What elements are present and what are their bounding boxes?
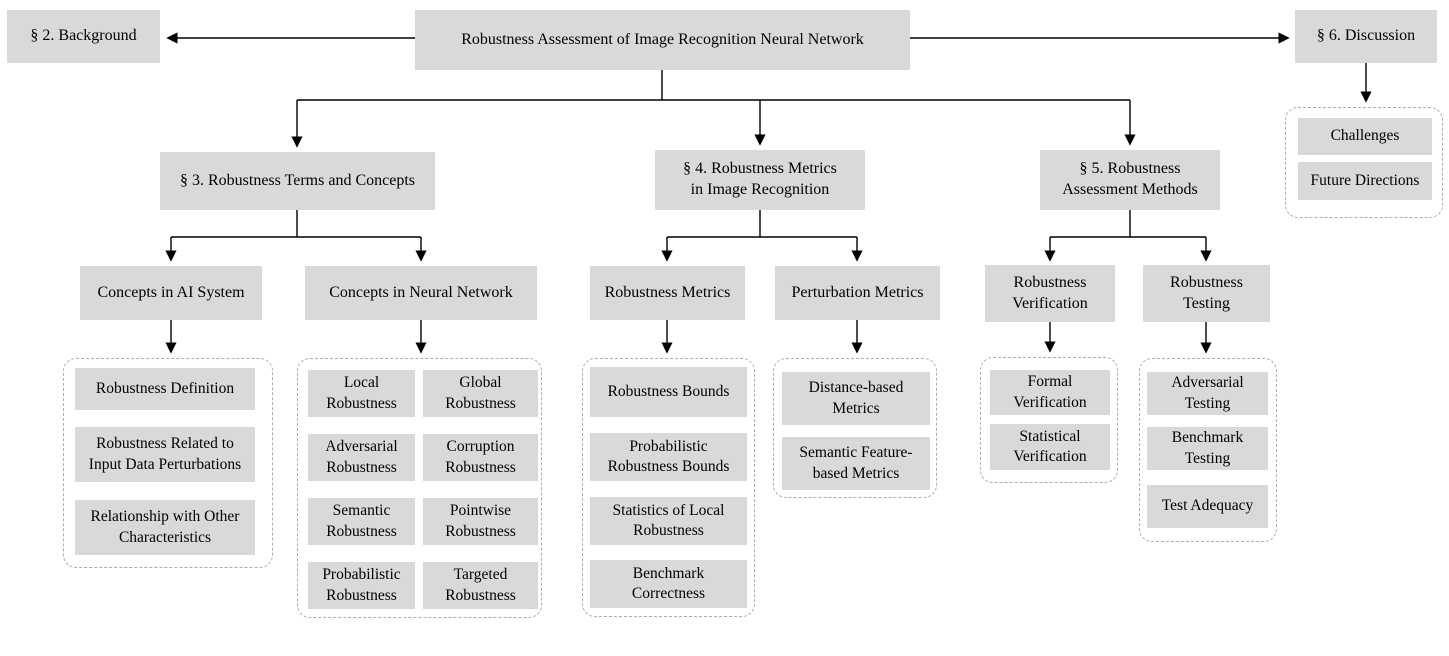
node-robustness-verification: Robustness Verification	[985, 265, 1115, 322]
group-concepts-ai	[63, 358, 273, 568]
leaf-statistical-verification: Statistical Verification	[990, 424, 1110, 470]
leaf-adversarial-testing: Adversarial Testing	[1147, 372, 1268, 415]
leaf-challenges: Challenges	[1298, 118, 1432, 155]
tree-sec5-to-children	[1044, 210, 1212, 262]
leaf-corruption-robustness: Corruption Robustness	[423, 434, 538, 481]
leaf-robustness-definition: Robustness Definition	[75, 368, 255, 410]
leaf-formal-verification: Formal Verification	[990, 370, 1110, 415]
leaf-adversarial-robustness: Adversarial Robustness	[308, 434, 415, 481]
leaf-future-directions: Future Directions	[1298, 162, 1432, 200]
node-sec5-assessment-methods: § 5. Robustness Assessment Methods	[1040, 150, 1220, 210]
node-concepts-ai-system: Concepts in AI System	[80, 266, 262, 320]
leaf-benchmark-correctness: Benchmark Correctness	[590, 560, 747, 608]
leaf-test-adequacy: Test Adequacy	[1147, 485, 1268, 528]
group-perturbation-metrics	[773, 358, 937, 498]
leaf-relationship-other-characteristics: Relationship with Other Characteristics	[75, 500, 255, 555]
group-concepts-nn	[297, 358, 542, 618]
node-robustness-metrics: Robustness Metrics	[590, 266, 745, 320]
leaf-probabilistic-robustness-bounds: Probabilistic Robustness Bounds	[590, 433, 747, 481]
leaf-robustness-input-perturbations: Robustness Related to Input Data Perturb…	[75, 427, 255, 482]
leaf-statistics-local-robustness: Statistics of Local Robustness	[590, 497, 747, 545]
node-robustness-testing: Robustness Testing	[1143, 265, 1270, 322]
node-discussion-section: § 6. Discussion	[1295, 10, 1437, 63]
group-robustness-testing	[1139, 358, 1277, 542]
leaf-local-robustness: Local Robustness	[308, 370, 415, 417]
leaf-semantic-feature-based-metrics: Semantic Feature- based Metrics	[782, 437, 930, 490]
leaf-pointwise-robustness: Pointwise Robustness	[423, 498, 538, 545]
tree-sec3-to-children	[165, 210, 427, 262]
node-root-title: Robustness Assessment of Image Recogniti…	[415, 10, 910, 70]
node-sec4-metrics: § 4. Robustness Metrics in Image Recogni…	[655, 150, 865, 210]
leaf-benchmark-testing: Benchmark Testing	[1147, 427, 1268, 470]
leaf-probabilistic-robustness: Probabilistic Robustness	[308, 562, 415, 609]
leaf-semantic-robustness: Semantic Robustness	[308, 498, 415, 545]
group-discussion-topics	[1285, 107, 1443, 218]
group-robustness-metrics	[582, 358, 755, 617]
node-sec3-terms-concepts: § 3. Robustness Terms and Concepts	[160, 152, 435, 210]
leaf-distance-based-metrics: Distance-based Metrics	[782, 372, 930, 425]
tree-root-to-sections	[291, 70, 1136, 148]
node-perturbation-metrics: Perturbation Metrics	[775, 266, 940, 320]
node-background-section: § 2. Background	[7, 10, 160, 63]
leaf-robustness-bounds: Robustness Bounds	[590, 367, 747, 417]
group-robustness-verification	[980, 357, 1118, 483]
node-concepts-neural-network: Concepts in Neural Network	[305, 266, 537, 320]
leaf-global-robustness: Global Robustness	[423, 370, 538, 417]
tree-sec4-to-children	[661, 210, 863, 262]
leaf-targeted-robustness: Targeted Robustness	[423, 562, 538, 609]
